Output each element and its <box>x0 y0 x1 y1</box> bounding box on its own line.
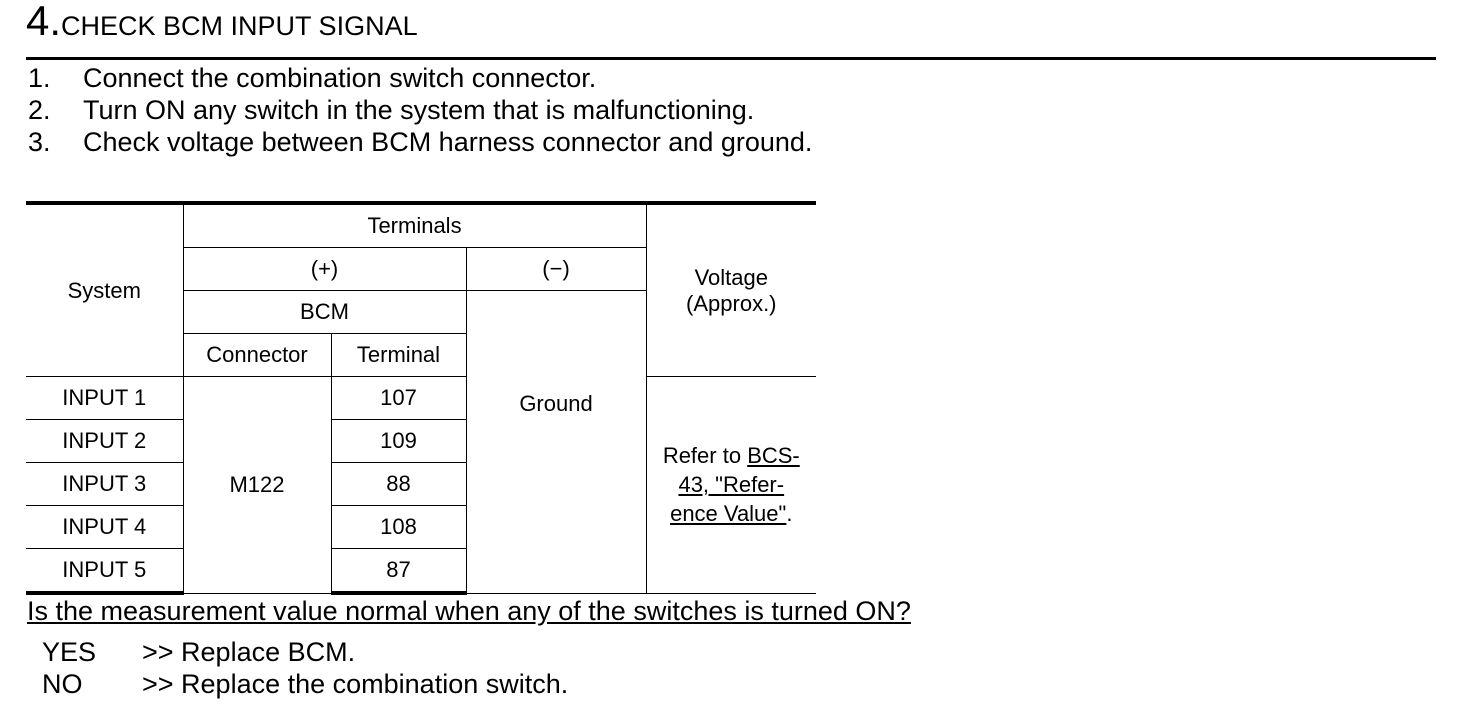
heading-rule <box>26 57 1436 60</box>
answer-no: NO>> Replace the combination switch. <box>42 669 569 699</box>
section-number: 4. <box>26 0 62 44</box>
table-row: INPUT 1 M122 107 Refer to BCS- 43, "Refe… <box>26 376 817 594</box>
voltage-reference: Refer to BCS- 43, "Refer- ence Value". <box>645 376 817 594</box>
answer-yes: YES>> Replace BCM. <box>42 637 356 667</box>
step-item: 2.Turn ON any switch in the system that … <box>28 95 755 125</box>
voltage-header: Voltage(Approx.) <box>645 201 817 377</box>
terminal-header: Terminal <box>330 333 466 377</box>
connector-header: Connector <box>183 333 332 377</box>
section-heading: 4.CHECK BCM INPUT SIGNAL <box>26 0 418 42</box>
table-row: INPUT 5 87 <box>26 548 816 595</box>
terminals-header: Terminals <box>182 201 647 248</box>
system-header: System <box>26 201 184 377</box>
step-item: 1.Connect the combination switch connect… <box>28 63 597 93</box>
reference-link[interactable]: ence Value" <box>670 501 787 527</box>
step-item: 3.Check voltage between BCM harness conn… <box>28 127 813 157</box>
table-row: INPUT 3 88 <box>26 462 816 506</box>
ground-cell: Ground <box>465 290 647 594</box>
reference-link[interactable]: BCS- <box>747 443 800 469</box>
answer-list: YES>> Replace BCM. NO>> Replace the comb… <box>42 636 568 700</box>
table-row: INPUT 2 109 <box>26 419 816 463</box>
reference-link[interactable]: 43, "Refer- <box>678 472 785 498</box>
section-title: CHECK BCM INPUT SIGNAL <box>61 11 418 41</box>
minus-header: (−) <box>465 247 647 291</box>
voltage-check-table: System Terminals Voltage(Approx.) (+) (−… <box>26 201 817 595</box>
table-row: INPUT 4 108 <box>26 505 816 549</box>
check-question: Is the measurement value normal when any… <box>27 596 911 626</box>
plus-header: (+) <box>183 247 467 291</box>
connector-cell: M122 <box>182 376 332 594</box>
bcm-header: BCM <box>183 290 467 334</box>
step-list: 1.Connect the combination switch connect… <box>28 62 812 158</box>
